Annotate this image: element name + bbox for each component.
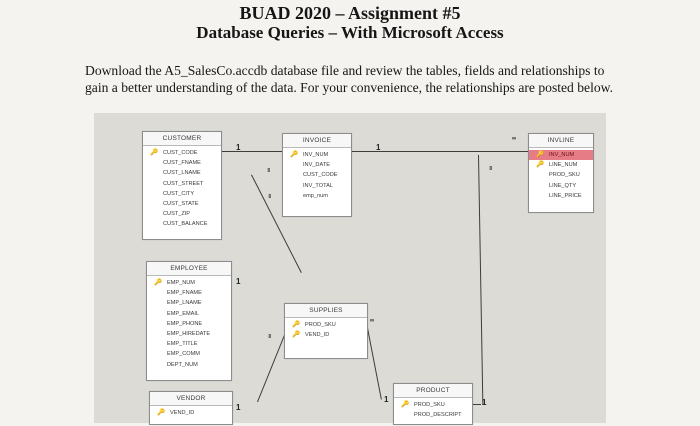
field-row[interactable]: EMP_FNAME (167, 290, 202, 297)
field-row[interactable]: PROD_SKU (549, 172, 580, 179)
primary-key-icon: 🔑 (150, 149, 159, 156)
primary-key-icon: 🔑 (154, 279, 163, 286)
relationships-diagram: 1 ∞ 1 ∞ ∞ 1 ∞ ∞ ∞ 1 1 1 CUSTOMER 🔑CUST_C… (94, 113, 606, 425)
many-symbol: ∞ (512, 136, 517, 142)
table-name: VENDOR (150, 392, 232, 406)
table-supplies[interactable]: SUPPLIES 🔑PROD_SKU 🔑VEND_ID (284, 303, 368, 359)
primary-key-icon: 🔑 (292, 331, 301, 339)
intro-line-2: gain a better understanding of the data.… (85, 80, 613, 95)
intro-line-1: Download the A5_SalesCo.accdb database f… (85, 63, 605, 78)
field-row[interactable]: LINE_PRICE (549, 192, 582, 199)
table-name: CUSTOMER (143, 132, 221, 146)
rel-product-invline (478, 154, 484, 405)
primary-key-icon: 🔑 (536, 151, 545, 158)
many-symbol: ∞ (266, 333, 273, 339)
field-row[interactable]: 🔑CUST_CODE (143, 148, 221, 158)
table-name: SUPPLIES (285, 304, 367, 318)
assignment-subtitle: Database Queries – With Microsoft Access (196, 23, 504, 42)
table-name: INVOICE (283, 134, 351, 148)
primary-key-icon: 🔑 (292, 321, 301, 328)
field-row[interactable]: EMP_HIREDATE (167, 331, 211, 338)
field-row[interactable]: INV_DATE (303, 162, 330, 169)
table-employee[interactable]: EMPLOYEE 🔑EMP_NUM EMP_FNAME EMP_LNAME EM… (146, 261, 232, 381)
rel-invoice-invline (350, 151, 528, 152)
rel-product-supplies (366, 322, 382, 400)
field-row[interactable]: CUST_CITY (163, 190, 195, 197)
many-symbol: ∞ (266, 193, 273, 199)
table-vendor[interactable]: VENDOR 🔑VEND_ID (149, 391, 233, 425)
table-product[interactable]: PRODUCT 🔑PROD_SKU PROD_DESCRIPT (393, 383, 473, 425)
one-symbol: 1 (236, 403, 241, 412)
many-symbol: ∞ (487, 165, 494, 171)
assignment-title: BUAD 2020 – Assignment #5 (239, 3, 461, 23)
field-row[interactable]: EMP_LNAME (167, 300, 202, 307)
field-row[interactable]: CUST_CODE (303, 172, 338, 179)
field-row[interactable]: DEPT_NUM (167, 361, 198, 368)
field-row[interactable]: CUST_FNAME (163, 160, 201, 167)
rel-vendor-supplies (257, 335, 285, 403)
table-customer[interactable]: CUSTOMER 🔑CUST_CODE CUST_FNAME CUST_LNAM… (142, 131, 222, 240)
field-row[interactable]: CUST_LNAME (163, 170, 201, 177)
table-name: INVLINE (529, 134, 593, 148)
many-symbol: ∞ (370, 318, 375, 324)
field-row-selected[interactable]: 🔑INV_NUM (529, 150, 593, 161)
field-row[interactable]: CUST_ZIP (163, 211, 191, 218)
field-row[interactable]: 🔑VEND_ID (285, 330, 367, 340)
field-row[interactable]: 🔑EMP_NUM (147, 278, 231, 288)
table-invline[interactable]: INVLINE 🔑INV_NUM 🔑LINE_NUM PROD_SKU LINE… (528, 133, 594, 213)
field-row[interactable]: CUST_STREET (163, 180, 204, 187)
table-name: PRODUCT (394, 384, 472, 398)
field-row[interactable]: PROD_DESCRIPT (414, 412, 462, 419)
one-symbol: 1 (384, 395, 389, 404)
field-row[interactable]: LINE_QTY (549, 182, 577, 189)
primary-key-icon: 🔑 (536, 161, 545, 169)
field-row[interactable]: EMP_TITLE (167, 341, 198, 348)
field-row[interactable]: CUST_BALANCE (163, 221, 208, 228)
field-row[interactable]: 🔑LINE_NUM (529, 160, 593, 170)
field-row[interactable]: EMP_PHONE (167, 320, 203, 327)
many-symbol: ∞ (265, 167, 272, 173)
one-symbol: 1 (236, 143, 241, 152)
field-row[interactable]: 🔑PROD_SKU (394, 400, 472, 410)
field-row[interactable]: INV_TOTAL (303, 182, 333, 189)
field-row[interactable]: EMP_EMAIL (167, 310, 200, 317)
field-row[interactable]: emp_num (303, 192, 328, 199)
field-row[interactable]: 🔑VEND_ID (150, 408, 232, 418)
field-row[interactable]: 🔑PROD_SKU (285, 320, 367, 330)
one-symbol: 1 (236, 277, 241, 286)
table-invoice[interactable]: INVOICE 🔑INV_NUM INV_DATE CUST_CODE INV_… (282, 133, 352, 217)
primary-key-icon: 🔑 (290, 151, 299, 158)
rel-product-invline-h (471, 404, 481, 405)
field-row[interactable]: CUST_STATE (163, 201, 199, 208)
table-name: EMPLOYEE (147, 262, 231, 276)
one-symbol: 1 (482, 398, 487, 407)
primary-key-icon: 🔑 (401, 401, 410, 408)
field-row[interactable]: EMP_COMM (167, 351, 200, 358)
one-symbol: 1 (376, 143, 381, 152)
field-row[interactable]: 🔑INV_NUM (283, 150, 351, 160)
primary-key-icon: 🔑 (157, 409, 166, 416)
